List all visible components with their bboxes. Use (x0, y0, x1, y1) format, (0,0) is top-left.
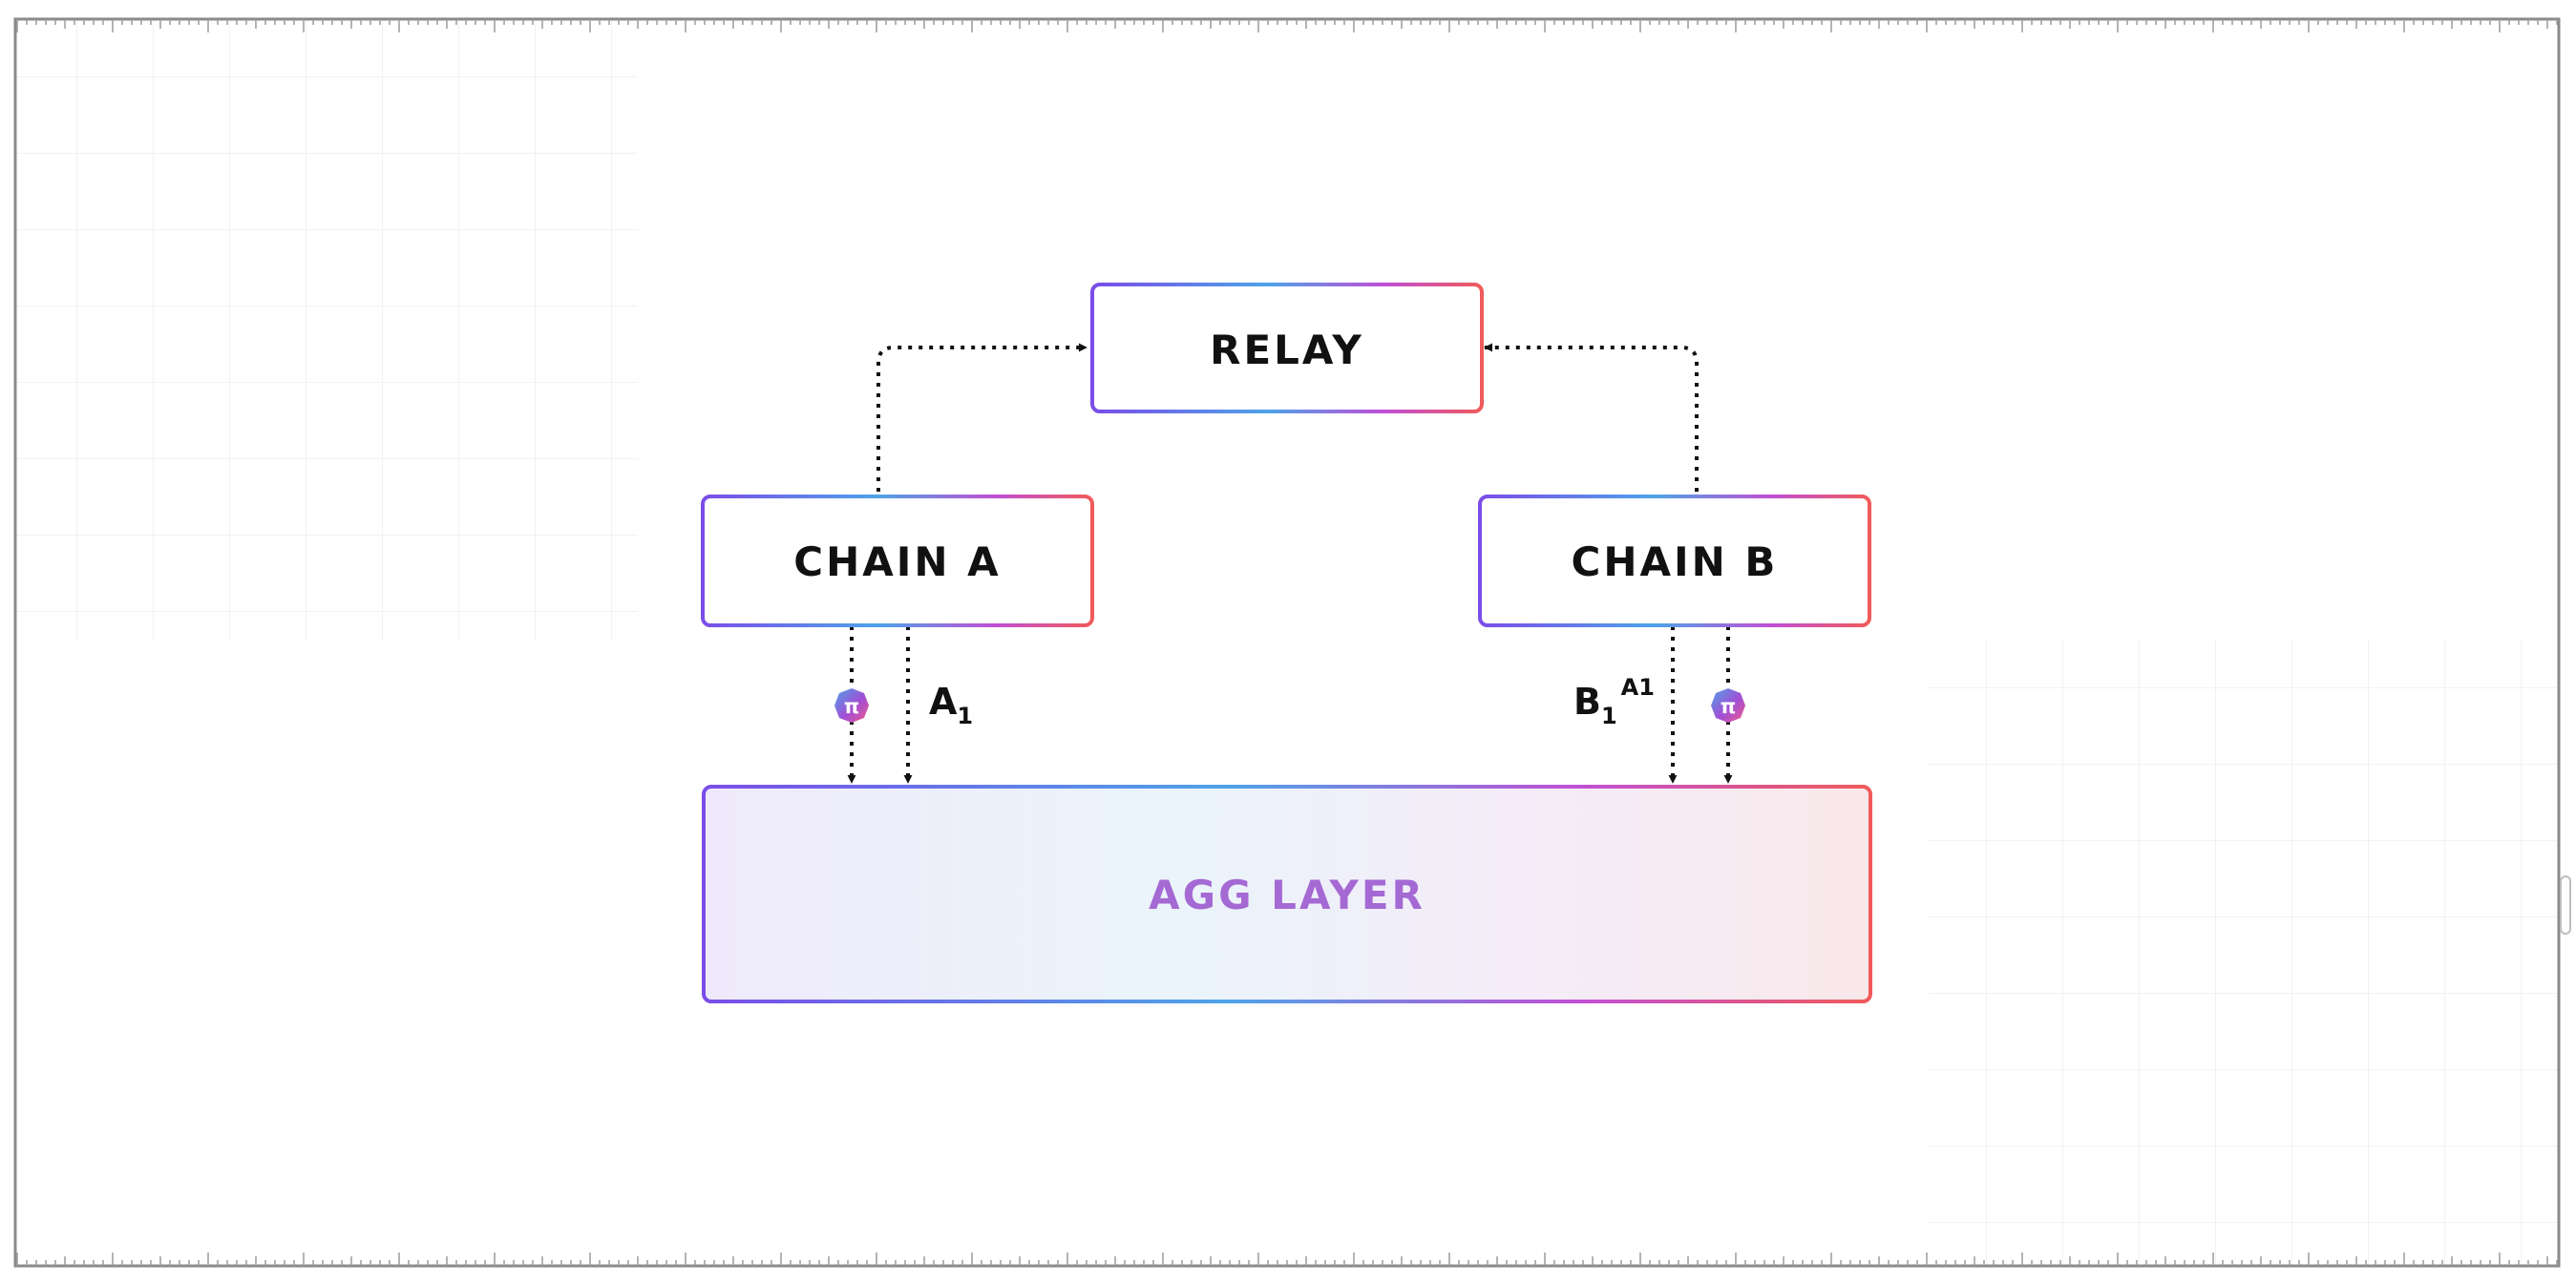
agg-layer-node: AGG LAYER (702, 785, 1872, 1003)
agg-layer-label: AGG LAYER (1149, 872, 1425, 918)
chain-b-node: CHAIN B (1478, 495, 1871, 627)
edge-chain-a-to-relay (876, 343, 1087, 492)
pi-symbol: π (1721, 695, 1737, 718)
edge-chain-b-to-relay (1484, 343, 1699, 492)
pi-symbol: π (844, 695, 860, 718)
edge-label-a1: A1 (929, 681, 973, 729)
scroll-handle[interactable] (2560, 875, 2571, 935)
chain-a-label: CHAIN A (793, 538, 1001, 585)
chain-b-label: CHAIN B (1572, 538, 1779, 585)
ruler-bottom (16, 1253, 2558, 1266)
chain-a-node: CHAIN A (701, 495, 1094, 627)
edge-label-b1-sup: A1 (1621, 674, 1655, 701)
edge-label-b1-base: B (1573, 681, 1601, 723)
edge-label-a1-base: A (929, 681, 958, 723)
edge-label-b1: B1A1 (1573, 674, 1655, 729)
pi-proof-badge-icon: π (834, 688, 869, 723)
grid-decoration-top-left (17, 21, 638, 642)
pi-proof-badge-icon: π (1711, 688, 1745, 723)
edge-label-a1-sub: 1 (957, 703, 973, 729)
relay-node: RELAY (1090, 283, 1484, 413)
edge-label-b1-sub: 1 (1601, 703, 1617, 729)
grid-decoration-bottom-right (1929, 640, 2557, 1264)
relay-label: RELAY (1210, 327, 1364, 373)
ruler-top (16, 19, 2558, 32)
